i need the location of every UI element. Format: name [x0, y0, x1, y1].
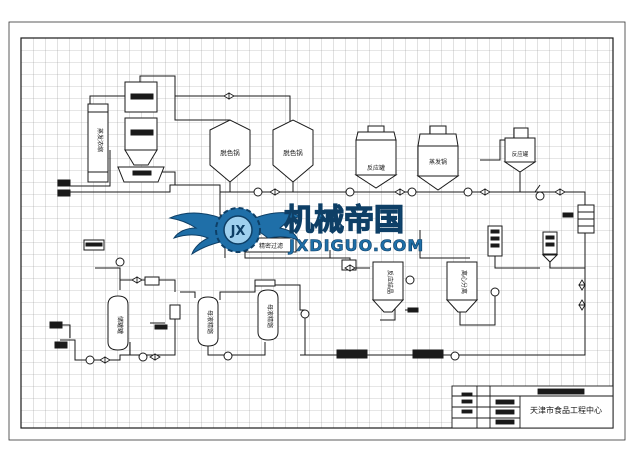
flow-meter-2 [254, 279, 276, 287]
pump-8 [138, 352, 148, 362]
title-block-bar-top [537, 388, 585, 395]
pump-12 [450, 351, 460, 361]
valve-3 [394, 188, 406, 196]
gauge-box [169, 304, 181, 320]
storage-2: 母液精馏 [197, 296, 219, 347]
storage-3-label: 母液精馏 [266, 304, 274, 328]
pump-9 [223, 351, 233, 361]
small-dark-left [57, 179, 71, 187]
pumps [85, 187, 545, 365]
small-dark-right [407, 307, 419, 313]
reactor-b-label: 离心分离 [460, 270, 468, 294]
tank-1: 脱色锅 [209, 119, 251, 192]
pump-7 [85, 355, 95, 365]
heat-exchanger [562, 204, 595, 234]
watermark-title-en: JXDIGUO.COM [288, 236, 424, 255]
pump-1 [253, 187, 263, 197]
valve-8 [149, 353, 161, 361]
valve-6 [131, 276, 143, 284]
wing-right [245, 212, 302, 241]
watermark-title-cn: 机械帝国 [284, 203, 404, 238]
instrument-column-1-bar2 [490, 236, 500, 241]
hopper-mid-plate [130, 129, 154, 136]
pump-4 [463, 187, 473, 197]
title-block-bar-1 [461, 392, 473, 397]
tank-3-label: 反应罐 [367, 164, 385, 172]
title-block-bar-3 [461, 409, 473, 414]
hopper-top-plate [130, 93, 154, 100]
column-left-label: 蒸发浓缩 [96, 128, 104, 152]
small-dark-bottom-left-2 [54, 341, 68, 349]
storage-1: 储罐罐 [107, 295, 129, 351]
pump-2 [345, 187, 355, 197]
pump-3 [407, 187, 417, 197]
wing-left [168, 212, 231, 256]
valve-11 [578, 279, 586, 291]
valve-4 [479, 188, 491, 196]
title-block-bar-5 [495, 409, 515, 415]
pump-11 [405, 275, 415, 285]
title-block-company: 天津市食品工程中心 [530, 405, 602, 415]
title-block-bar-4 [495, 399, 515, 405]
hopper-funnel [124, 149, 158, 166]
storage-2-label: 母液精馏 [206, 310, 214, 334]
tank-4: 蒸发锅 [416, 125, 460, 191]
valves [99, 92, 586, 364]
valve-2 [269, 188, 281, 196]
bottom-bar-1 [336, 349, 368, 359]
grid-area [20, 37, 614, 429]
reactor-b: 离心分离 [445, 261, 479, 313]
watermark-badge: JX [230, 224, 246, 239]
small-dark-left-2 [57, 189, 71, 197]
title-block: 天津市食品工程中心 [451, 385, 614, 429]
outer-border [8, 21, 626, 441]
pump-10 [300, 309, 310, 319]
tank-4-label: 蒸发锅 [429, 158, 447, 166]
pump-6 [115, 257, 125, 267]
small-cone-right [541, 254, 559, 263]
title-block-bar-2 [461, 399, 473, 404]
valve-9 [578, 299, 586, 311]
small-dark-bottom-left [49, 321, 63, 329]
filter-label: 精密过滤 [259, 242, 283, 250]
tank-3: 反应罐 [354, 125, 398, 189]
instrument-column-1-bar3 [490, 243, 500, 248]
valve-10 [344, 264, 356, 272]
instrument-column-2-bar1 [545, 235, 555, 240]
tank-2-label: 脱色锅 [283, 148, 303, 157]
flow-meter-1 [144, 276, 160, 286]
pump-5 [535, 191, 545, 201]
instrument-column-1-bar1 [490, 229, 500, 234]
tank-2: 脱色锅 [272, 119, 314, 192]
storage-3: 母液精馏 [257, 289, 279, 341]
small-dark-mid [154, 324, 168, 330]
tank-1-label: 脱色锅 [220, 148, 240, 157]
small-tank-left-bar [85, 242, 103, 247]
bottom-bar-2 [412, 349, 444, 359]
valve-5 [554, 188, 566, 196]
cyclone-right: 反应罐 [503, 127, 537, 173]
watermark-logo: JX 机械帝国 JXDIGUO.COM [168, 202, 424, 256]
hopper-dryer-plate [132, 170, 152, 176]
column-left [87, 103, 109, 183]
tank-5-label: 反应罐 [512, 150, 529, 158]
reactor-a-label: 反应结晶 [386, 270, 394, 294]
storage-1-label: 储罐罐 [116, 316, 124, 334]
gear-inner [223, 215, 253, 245]
instrument-column-2-bar2 [545, 242, 555, 247]
valve-1 [223, 92, 235, 100]
valve-7 [99, 356, 111, 364]
title-block-bar-6 [495, 419, 515, 425]
pump-13 [490, 287, 500, 297]
reactor-a: 反应结晶 [371, 261, 405, 313]
